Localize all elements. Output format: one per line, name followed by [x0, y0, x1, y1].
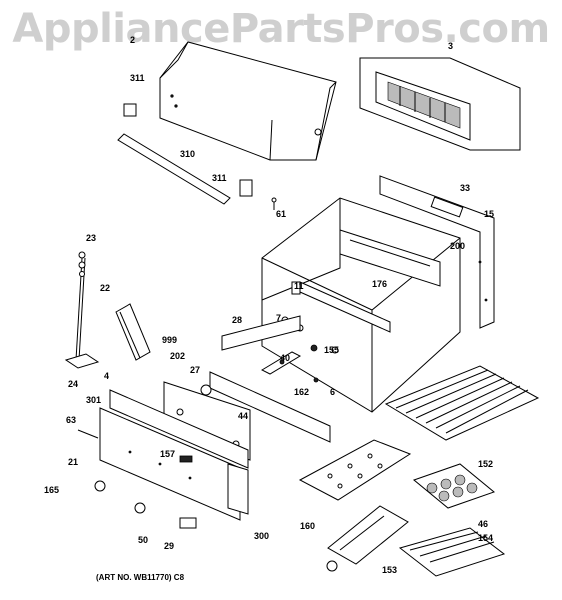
callout-7: 7: [276, 313, 282, 323]
callout-44: 44: [238, 411, 249, 421]
callout-24: 24: [68, 379, 79, 389]
callout-162: 162: [294, 387, 310, 397]
callout-21: 21: [68, 457, 79, 467]
callout-6: 6: [330, 387, 336, 397]
drip-pan: [326, 505, 409, 572]
callout-27: 27: [190, 365, 201, 375]
handle-bar: [117, 103, 277, 210]
callout-155: 155: [324, 345, 340, 355]
callout-157: 157: [160, 449, 176, 459]
burner-assembly: [200, 315, 331, 443]
callout-301: 301: [86, 395, 102, 405]
grill-body: [261, 197, 461, 413]
callout-15: 15: [484, 209, 495, 219]
art-number: (ART NO. WB11770) C8: [96, 573, 185, 582]
callout-160: 160: [300, 521, 316, 531]
callout-154: 154: [478, 533, 494, 543]
callout-311: 311: [130, 73, 145, 83]
callout-153: 153: [382, 565, 398, 575]
callout-63: 63: [66, 415, 77, 425]
side-shield: [379, 175, 495, 329]
control-panel: [77, 381, 251, 529]
callout-152: 152: [478, 459, 494, 469]
lava-rock-grate: [412, 463, 496, 509]
callout-61: 61: [276, 209, 287, 219]
callout-28: 28: [232, 315, 243, 325]
hood-lid: [159, 41, 337, 161]
callout-999: 999: [162, 335, 178, 345]
callout-11: 11: [294, 281, 304, 291]
callout-4: 4: [104, 371, 110, 381]
callout-165: 165: [44, 485, 60, 495]
callout-202: 202: [170, 351, 186, 361]
callout-29: 29: [164, 541, 175, 551]
warming-rack: [398, 527, 506, 577]
rear-vent-panel: [359, 57, 521, 151]
callout-33: 33: [460, 183, 471, 193]
watermark: AppliancePartsPros.com: [12, 6, 550, 52]
cooking-grid: [384, 365, 540, 441]
callout-176: 176: [372, 279, 388, 289]
owners-manual: [115, 303, 151, 361]
callout-46: 46: [478, 519, 489, 529]
callout-3: 3: [448, 41, 454, 51]
callout-2: 2: [130, 35, 136, 45]
callout-300: 300: [254, 531, 270, 541]
callout-23: 23: [86, 233, 97, 243]
gas-inlet-assembly: [64, 251, 100, 369]
callout-22: 22: [100, 283, 111, 293]
callout-40: 40: [280, 353, 291, 363]
flavor-tray: [298, 439, 412, 501]
callout-310: 310: [180, 149, 196, 159]
callout-50: 50: [138, 535, 149, 545]
callout-200: 200: [450, 241, 466, 251]
callout-311: 311: [212, 173, 227, 183]
